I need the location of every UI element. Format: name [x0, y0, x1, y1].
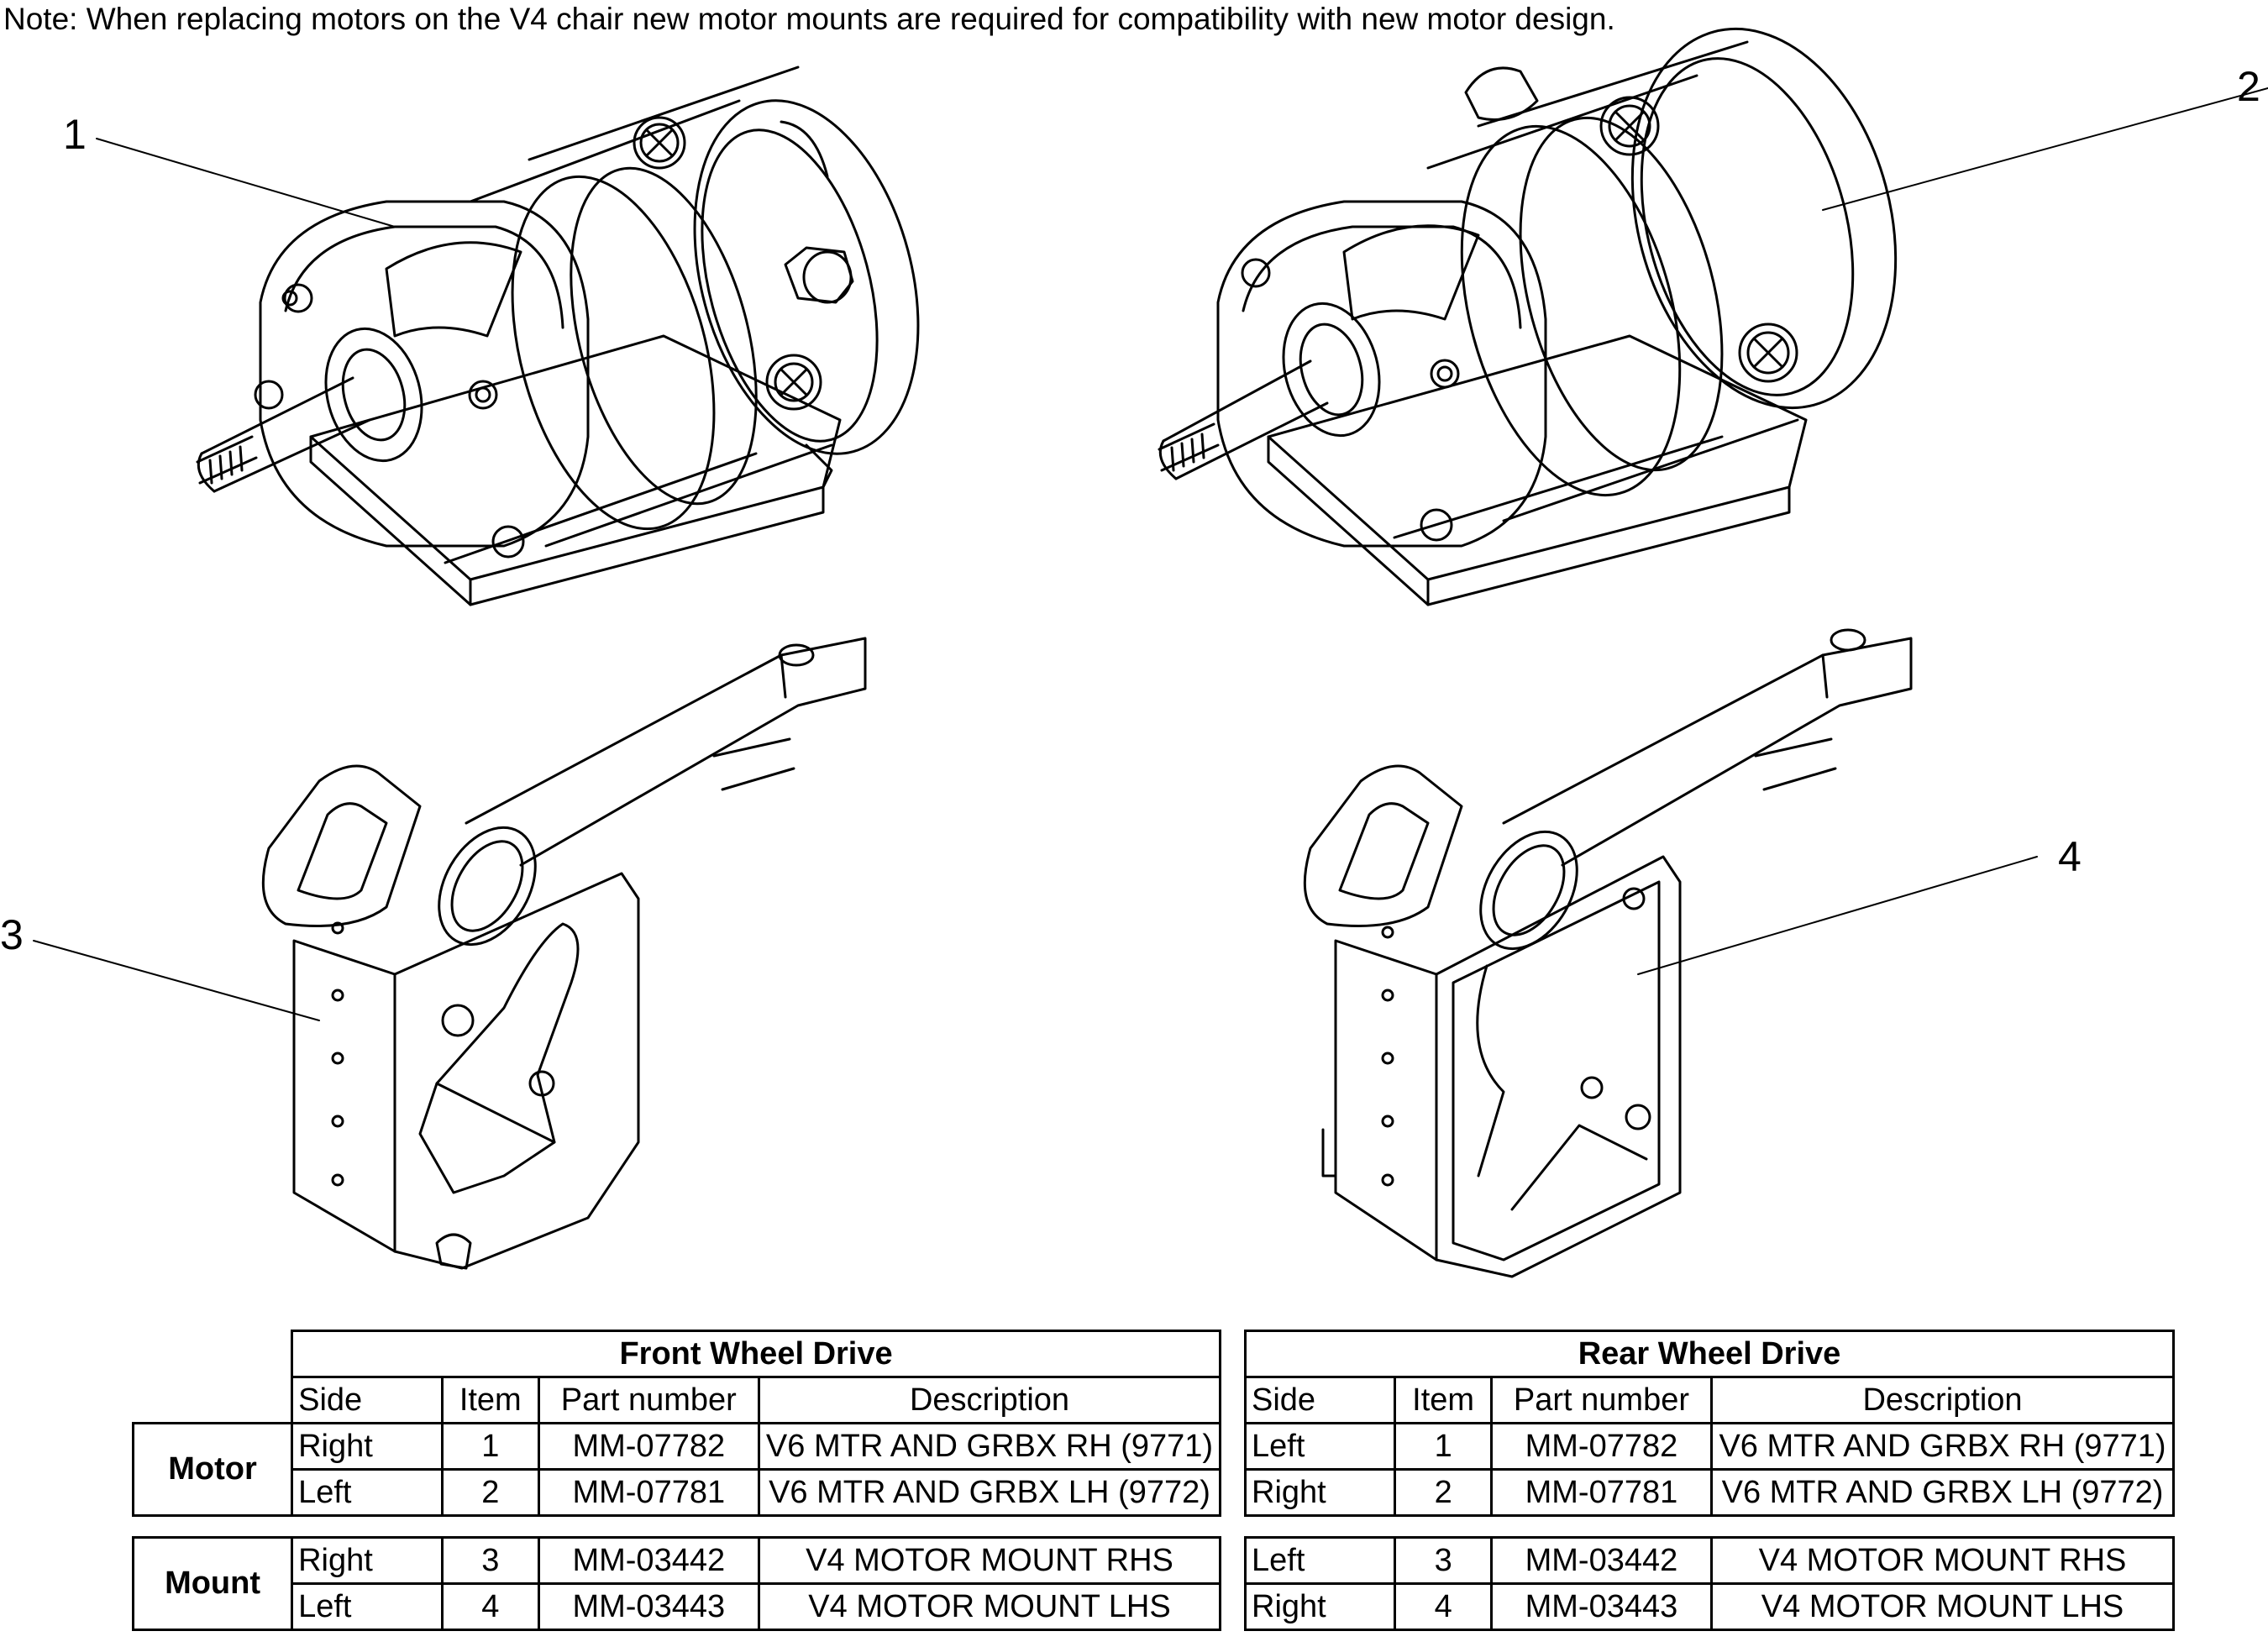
rear-mount-2-side: Right — [1243, 1582, 1397, 1631]
rear-col-desc: Description — [1710, 1376, 2175, 1424]
rear-table-title: Rear Wheel Drive — [1244, 1330, 2175, 1378]
callout-2: 2 — [2237, 63, 2260, 110]
rear-mount-1-part: MM-03442 — [1489, 1536, 1714, 1585]
rear-motor-row-1: Left 1 MM-07782 V6 MTR AND GRBX RH (9771… — [1243, 1422, 2175, 1471]
callout-4: 4 — [2058, 833, 2082, 880]
mount-4-drawing — [1303, 628, 1913, 1278]
front-mount-row-1: Mount Right 3 MM-03442 V4 MOTOR MOUNT RH… — [131, 1536, 1221, 1631]
rear-motor-2-desc: V6 MTR AND GRBX LH (9772) — [1710, 1468, 2175, 1517]
rear-col-side: Side — [1243, 1376, 1397, 1424]
front-mount-2-side: Left — [291, 1582, 444, 1631]
front-motor-2-item: 2 — [440, 1468, 540, 1517]
front-mount-1-side: Right — [291, 1536, 444, 1585]
motor-1-drawing — [196, 66, 920, 606]
callout-1: 1 — [63, 111, 87, 158]
rear-mount-row-2: Right 4 MM-03443 V4 MOTOR MOUNT LHS — [1243, 1582, 2175, 1631]
front-mount-2-desc: V4 MOTOR MOUNT LHS — [758, 1582, 1221, 1631]
front-mount-2-item: 4 — [440, 1582, 540, 1631]
front-mount-row-2: Left 4 MM-03443 V4 MOTOR MOUNT LHS — [134, 1582, 1221, 1631]
rear-motor-1-desc: V6 MTR AND GRBX RH (9771) — [1710, 1422, 2175, 1471]
rear-motor-2-side: Right — [1243, 1468, 1397, 1517]
rear-motor-1-part: MM-07782 — [1489, 1422, 1714, 1471]
rear-wheel-drive-table: Rear Wheel Drive Side Item Part number D… — [1243, 1330, 2175, 1631]
rear-mount-1-desc: V4 MOTOR MOUNT RHS — [1710, 1536, 2175, 1585]
front-wheel-drive-table: Front Wheel Drive Side Item Part number … — [131, 1330, 1221, 1631]
front-col-part: Part number — [537, 1376, 761, 1424]
rear-motor-2-part: MM-07781 — [1489, 1468, 1714, 1517]
rear-mount-2-desc: V4 MOTOR MOUNT LHS — [1710, 1582, 2175, 1631]
front-motor-row-1: Motor Right 1 MM-07782 V6 MTR AND GRBX R… — [131, 1422, 1221, 1517]
front-motor-2-side: Left — [291, 1468, 444, 1517]
rear-mount-2-item: 4 — [1394, 1582, 1493, 1631]
front-mount-1-desc: V4 MOTOR MOUNT RHS — [758, 1536, 1221, 1585]
rear-col-part: Part number — [1489, 1376, 1714, 1424]
front-mount-1-item: 3 — [440, 1536, 540, 1585]
mount-group-label: Mount — [131, 1536, 294, 1631]
front-table-title: Front Wheel Drive — [291, 1330, 1221, 1378]
front-mount-2-part: MM-03443 — [537, 1582, 761, 1631]
front-col-side: Side — [291, 1376, 444, 1424]
motor-2-drawing — [1158, 27, 1898, 606]
rear-motor-1-side: Left — [1243, 1422, 1397, 1471]
callout-leader-lines — [33, 87, 2268, 1021]
front-motor-2-desc: V6 MTR AND GRBX LH (9772) — [758, 1468, 1221, 1517]
rear-mount-2-part: MM-03443 — [1489, 1582, 1714, 1631]
callout-3: 3 — [0, 911, 24, 958]
front-col-item: Item — [440, 1376, 540, 1424]
front-motor-1-desc: V6 MTR AND GRBX RH (9771) — [758, 1422, 1221, 1471]
front-mount-1-part: MM-03442 — [537, 1536, 761, 1585]
front-motor-1-side: Right — [291, 1422, 444, 1471]
mount-3-drawing — [261, 637, 867, 1270]
note-text: Note: When replacing motors on the V4 ch… — [3, 2, 1615, 36]
rear-motor-row-2: Right 2 MM-07781 V6 MTR AND GRBX LH (977… — [1243, 1468, 2175, 1517]
front-motor-2-part: MM-07781 — [537, 1468, 761, 1517]
front-motor-1-part: MM-07782 — [537, 1422, 761, 1471]
front-motor-1-item: 1 — [440, 1422, 540, 1471]
rear-col-item: Item — [1394, 1376, 1493, 1424]
front-motor-row-2: Left 2 MM-07781 V6 MTR AND GRBX LH (9772… — [134, 1468, 1221, 1517]
rear-motor-2-item: 2 — [1394, 1468, 1493, 1517]
rear-mount-1-side: Left — [1243, 1536, 1397, 1585]
rear-mount-row-1: Left 3 MM-03442 V4 MOTOR MOUNT RHS — [1243, 1536, 2175, 1585]
exploded-parts-drawing — [33, 27, 2268, 1278]
front-col-desc: Description — [758, 1376, 1221, 1424]
rear-motor-1-item: 1 — [1394, 1422, 1493, 1471]
rear-mount-1-item: 3 — [1394, 1536, 1493, 1585]
motor-group-label: Motor — [131, 1422, 294, 1517]
